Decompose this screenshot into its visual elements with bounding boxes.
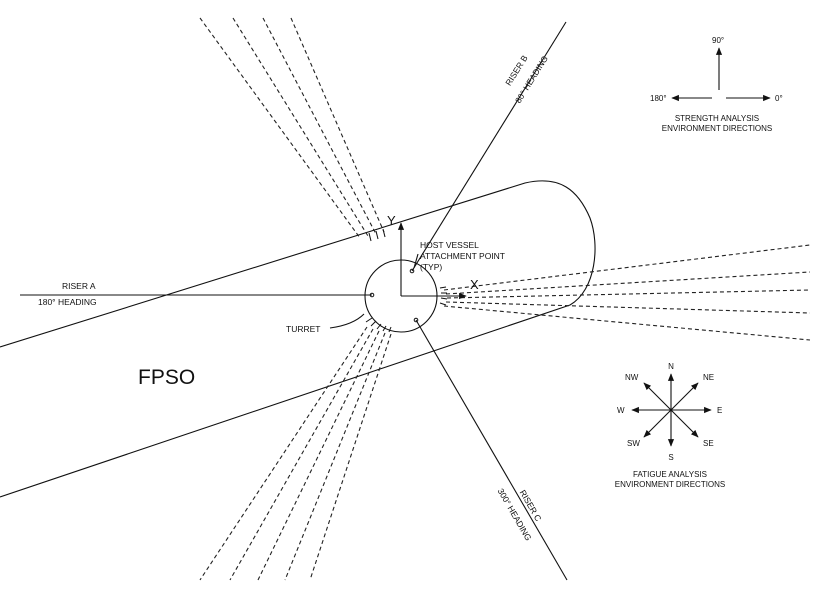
dashed-risers-east bbox=[443, 244, 811, 341]
y-axis-label: Y bbox=[387, 213, 396, 228]
fatigue-compass-rose: N NE E SE S SW W NW FATIGUE ANALYSIS ENV… bbox=[615, 362, 726, 489]
fpso-hull bbox=[0, 180, 596, 498]
strength-180-label: 180° bbox=[650, 94, 667, 103]
strength-caption-1: STRENGTH ANALYSIS bbox=[675, 114, 759, 123]
fpso-label: FPSO bbox=[138, 366, 195, 389]
compass-se-label: SE bbox=[703, 439, 714, 448]
compass-w-label: W bbox=[617, 406, 625, 415]
attachment-point-b bbox=[409, 268, 415, 274]
strength-caption-2: ENVIRONMENT DIRECTIONS bbox=[662, 124, 773, 133]
dashed-risers-south-west bbox=[199, 326, 392, 581]
turret-leader bbox=[329, 313, 365, 329]
fatigue-caption-1: FATIGUE ANALYSIS bbox=[633, 470, 707, 479]
strength-directions-legend: 90° 180° 0° STRENGTH ANALYSIS ENVIRONMEN… bbox=[650, 36, 783, 133]
turret-ticks bbox=[365, 228, 448, 333]
compass-n-label: N bbox=[668, 362, 674, 371]
fatigue-caption-2: ENVIRONMENT DIRECTIONS bbox=[615, 480, 726, 489]
compass-sw-label: SW bbox=[627, 439, 640, 448]
x-axis-label: X bbox=[470, 277, 479, 292]
strength-90-label: 90° bbox=[712, 36, 724, 45]
host-attachment-label-2: ATTACHMENT POINT bbox=[420, 251, 505, 261]
host-attachment-leader bbox=[413, 253, 419, 269]
compass-e-label: E bbox=[717, 406, 722, 415]
turret-label: TURRET bbox=[286, 324, 320, 334]
riser-a-name: RISER A bbox=[62, 281, 96, 291]
riser-a-heading: 180° HEADING bbox=[38, 297, 97, 307]
attachment-point-a bbox=[369, 292, 375, 298]
dashed-risers-north-west bbox=[199, 17, 385, 239]
host-attachment-label-1: HOST VESSEL bbox=[420, 240, 479, 250]
riser-b-line bbox=[411, 21, 567, 272]
compass-s-label: S bbox=[668, 453, 673, 462]
strength-0-label: 0° bbox=[775, 94, 783, 103]
riser-c-line bbox=[415, 319, 568, 581]
attachment-point-c bbox=[413, 317, 419, 323]
host-attachment-label-3: (TYP) bbox=[420, 262, 442, 272]
compass-nw-label: NW bbox=[625, 373, 639, 382]
compass-ne-label: NE bbox=[703, 373, 714, 382]
